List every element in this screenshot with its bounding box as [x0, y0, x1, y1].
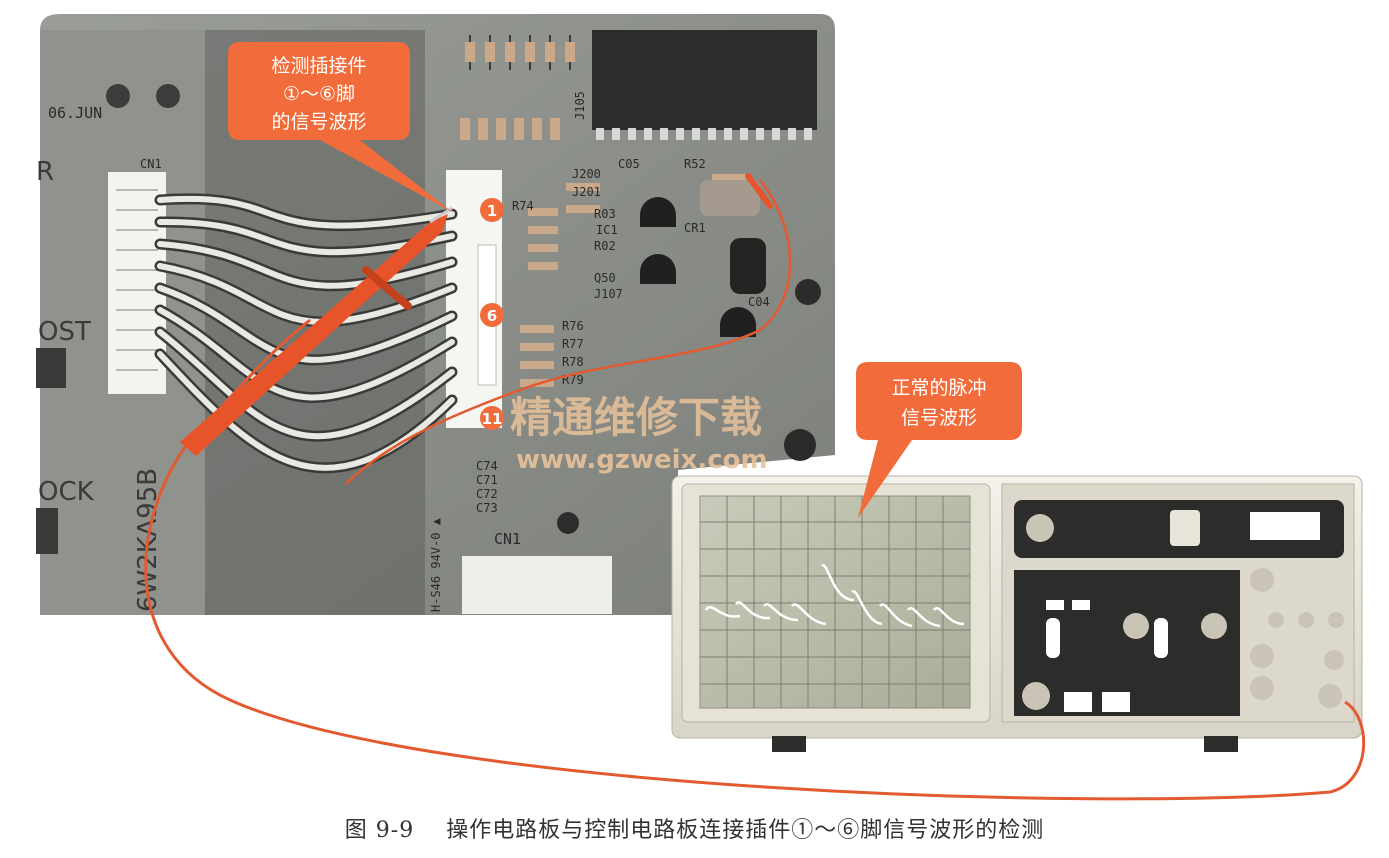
oscilloscope: [671, 475, 1363, 752]
pin-marker-6: 6: [480, 303, 504, 327]
svg-text:J200: J200: [572, 167, 601, 181]
svg-text:H-S46 94V-0 ▲: H-S46 94V-0 ▲: [429, 517, 443, 612]
ground-lead: [345, 179, 792, 485]
bottom-connector: [462, 556, 612, 614]
svg-text:检测插接件: 检测插接件: [271, 55, 366, 77]
svg-text:R78: R78: [562, 355, 584, 369]
electrolytic-capacitor: [730, 238, 766, 294]
svg-text:CN1: CN1: [140, 157, 162, 171]
svg-text:正常的脉冲: 正常的脉冲: [891, 377, 986, 399]
ribbon-connector-left: [108, 172, 166, 394]
svg-text:J201: J201: [572, 185, 601, 199]
callout-right: 正常的脉冲 信号波形: [856, 362, 1022, 518]
svg-text:R76: R76: [562, 319, 584, 333]
scope-graticule: [700, 496, 970, 708]
pin-marker-11: 11: [480, 406, 504, 430]
svg-text:C04: C04: [748, 295, 770, 309]
svg-text:www.gzweix.com: www.gzweix.com: [516, 445, 768, 475]
svg-text:06.JUN: 06.JUN: [48, 104, 102, 122]
pulse-waveform: [704, 564, 965, 628]
ribbon-cable: [154, 193, 458, 474]
circuit-board-photo: 06.JUN CN1 R OST OCK 6W2KA95B J105 C05 R…: [36, 14, 835, 615]
svg-text:精通维修下载: 精通维修下载: [510, 393, 762, 442]
svg-text:R02: R02: [594, 239, 616, 253]
watermark: 精通维修下载 www.gzweix.com: [510, 393, 768, 475]
illustration: 06.JUN CN1 R OST OCK 6W2KA95B J105 C05 R…: [36, 14, 1366, 801]
ceramic-capacitor: [700, 180, 760, 216]
svg-text:C72: C72: [476, 487, 498, 501]
oscilloscope-probe: [180, 206, 453, 456]
svg-text:IC1: IC1: [596, 223, 618, 237]
svg-text:CR1: CR1: [684, 221, 706, 235]
svg-text:C71: C71: [476, 473, 498, 487]
pin-marker-1: 1: [480, 198, 504, 222]
svg-text:1: 1: [487, 202, 497, 220]
figure-title: 操作电路板与控制电路板连接插件①～⑥脚信号波形的检测: [446, 818, 1045, 843]
svg-text:信号波形: 信号波形: [901, 407, 977, 429]
svg-text:11: 11: [482, 410, 503, 428]
svg-text:R: R: [36, 157, 54, 187]
svg-text:C73: C73: [476, 501, 498, 515]
svg-text:OCK: OCK: [38, 477, 95, 507]
svg-text:Q50: Q50: [594, 271, 616, 285]
svg-text:J105: J105: [573, 91, 587, 120]
svg-text:J107: J107: [594, 287, 623, 301]
figure-caption: 图 9-9 操作电路板与控制电路板连接插件①～⑥脚信号波形的检测: [0, 812, 1389, 844]
svg-text:①～⑥脚: ①～⑥脚: [283, 83, 355, 105]
svg-text:R03: R03: [594, 207, 616, 221]
board-silkscreen: 06.JUN CN1 R OST OCK 6W2KA95B J105 C05 R…: [36, 91, 770, 612]
svg-text:6: 6: [487, 307, 497, 325]
transistors: [640, 197, 756, 337]
svg-text:R74: R74: [512, 199, 534, 213]
svg-text:的信号波形: 的信号波形: [271, 111, 366, 133]
svg-text:OST: OST: [38, 317, 91, 347]
callout-left: 检测插接件 ①～⑥脚 的信号波形: [228, 42, 452, 212]
figure-number: 图 9-9: [344, 818, 415, 843]
svg-text:C74: C74: [476, 459, 498, 473]
svg-text:CN1: CN1: [494, 530, 521, 548]
svg-text:R77: R77: [562, 337, 584, 351]
ground-clip: [745, 173, 773, 209]
svg-text:C05: C05: [618, 157, 640, 171]
ic-chip: [592, 30, 817, 130]
svg-text:R52: R52: [684, 157, 706, 171]
